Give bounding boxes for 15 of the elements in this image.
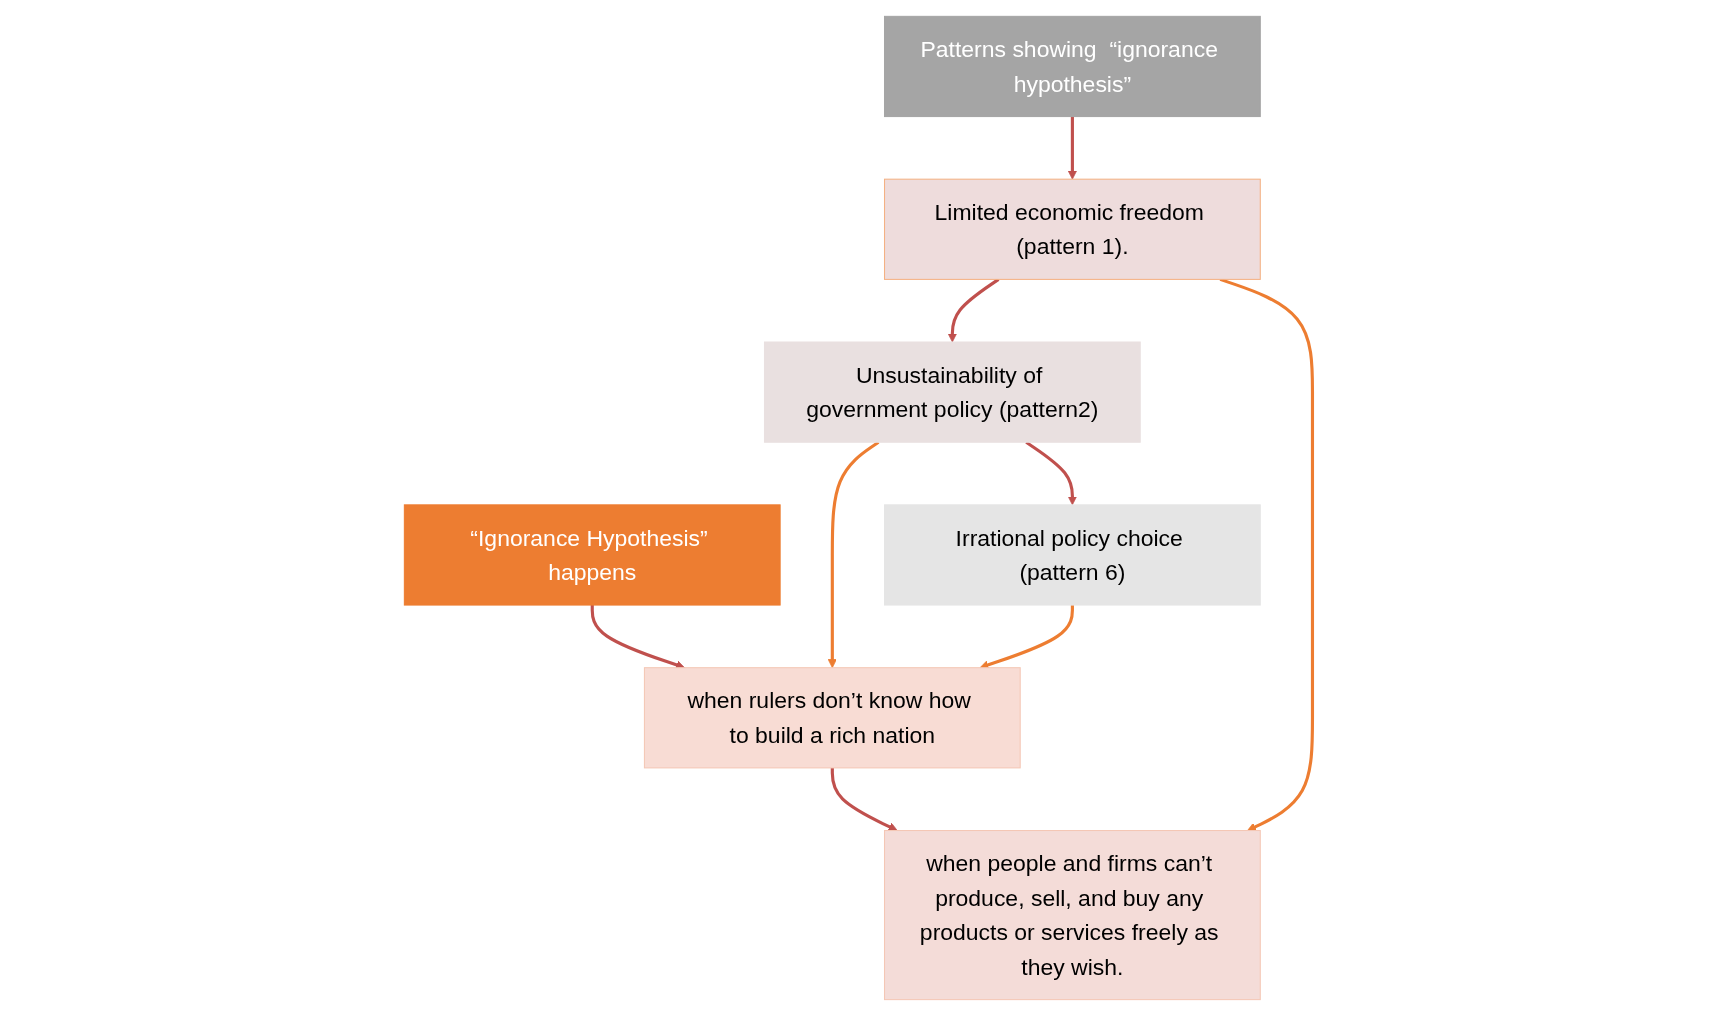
node-box: when rulers don’t know how to build a rich nation bbox=[643, 666, 1021, 768]
arrow bbox=[590, 604, 685, 669]
node-box: Patterns showing “ignorance hypothesis” bbox=[883, 15, 1261, 117]
arrow bbox=[1219, 277, 1314, 831]
arrow bbox=[947, 277, 999, 342]
node-box: Unsustainability of government policy (pattern2) bbox=[763, 341, 1141, 443]
arrow bbox=[1067, 116, 1077, 180]
arrow bbox=[979, 604, 1074, 669]
node-box: “Ignorance Hypothesis” happens bbox=[403, 503, 781, 606]
node-box: Limited economic freedom (pattern 1). bbox=[883, 178, 1261, 280]
node-box: Irrational policy choice (pattern 6) bbox=[883, 503, 1261, 606]
arrow bbox=[1024, 440, 1077, 505]
arrow bbox=[830, 767, 898, 831]
node-box: when people and firms can’t produce, sell, and buy any products or services freely as they wish. bbox=[883, 829, 1261, 1000]
arrow bbox=[827, 440, 879, 668]
